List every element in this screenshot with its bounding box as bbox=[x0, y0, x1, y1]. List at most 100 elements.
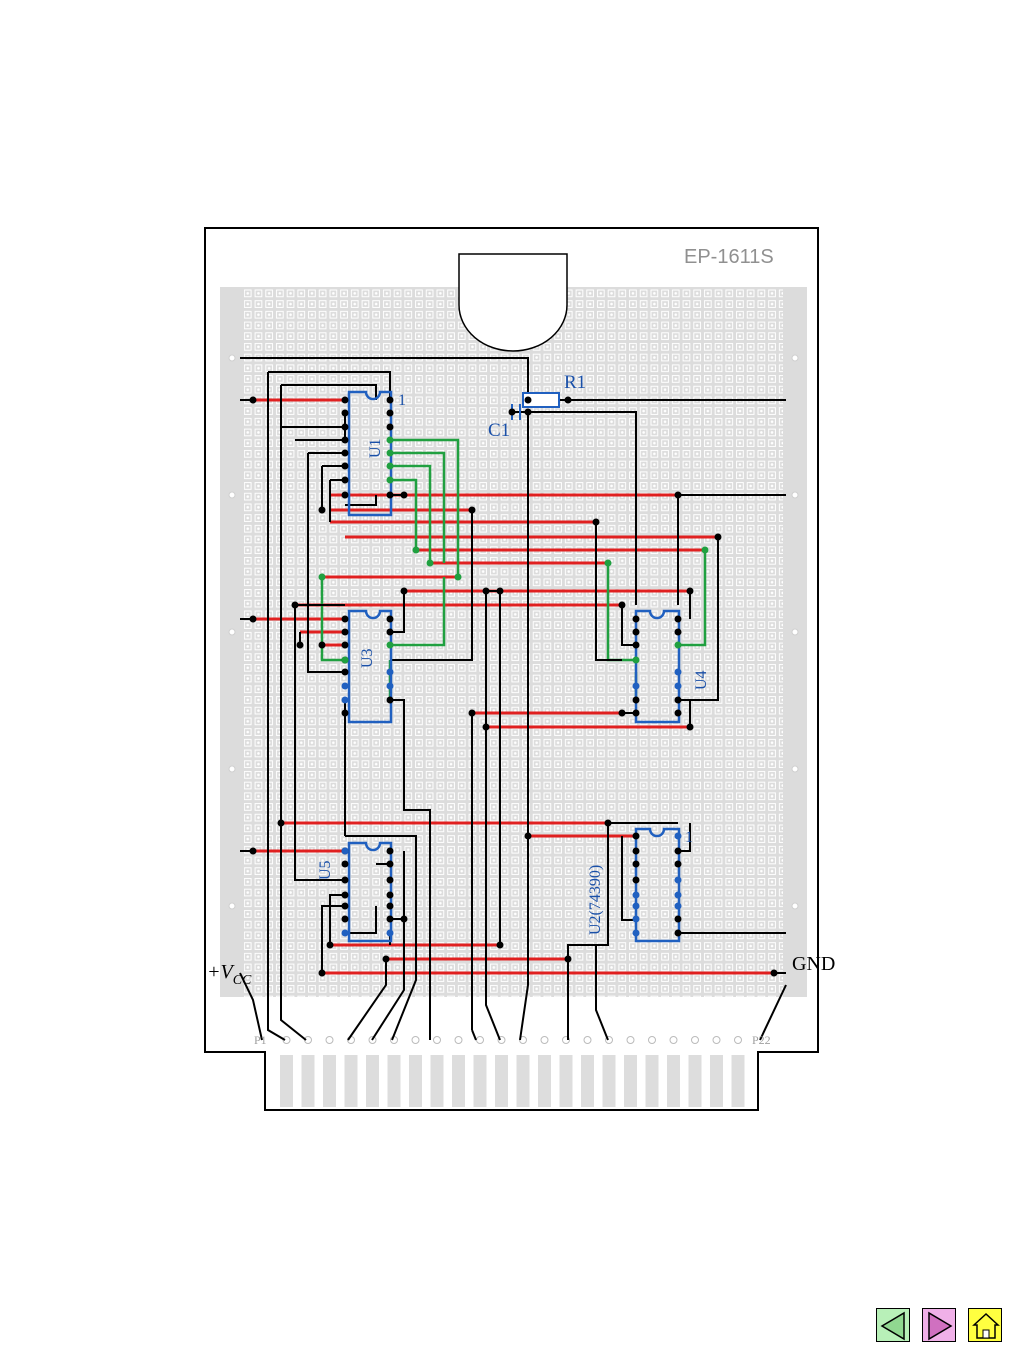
connector-finger bbox=[323, 1055, 336, 1107]
junction-dot bbox=[318, 969, 326, 977]
label-pin1-u1: 1 bbox=[398, 392, 406, 409]
connector-finger bbox=[409, 1055, 422, 1107]
label-u2: U2(74390) bbox=[587, 865, 604, 935]
connector-finger bbox=[731, 1055, 745, 1107]
connector-pad bbox=[626, 1036, 635, 1044]
junction-dot bbox=[249, 847, 257, 855]
junction-dot bbox=[341, 696, 349, 704]
junction-dot bbox=[386, 409, 394, 417]
connector-finger bbox=[624, 1055, 637, 1107]
gnd-label: GND bbox=[792, 953, 835, 975]
edge-connector-fingers bbox=[280, 1036, 745, 1107]
junction-dot bbox=[674, 668, 682, 676]
junction-dot bbox=[249, 396, 257, 404]
connector-finger bbox=[667, 1055, 680, 1107]
connector-finger bbox=[559, 1055, 573, 1107]
next-slide-button[interactable] bbox=[922, 1308, 956, 1342]
junction-dot bbox=[386, 915, 394, 923]
junction-dot bbox=[592, 518, 600, 526]
junction-dot bbox=[386, 491, 394, 499]
junction-dot bbox=[386, 696, 394, 704]
connector-pad bbox=[583, 1036, 592, 1044]
junction-dot bbox=[701, 546, 709, 554]
connector-pad bbox=[691, 1036, 699, 1044]
junction-dot bbox=[341, 409, 349, 417]
junction-dot bbox=[714, 533, 722, 541]
junction-dot bbox=[632, 902, 640, 910]
junction-dot bbox=[674, 615, 682, 623]
connector-pad bbox=[669, 1036, 678, 1044]
junction-dot bbox=[674, 709, 682, 717]
blue-pin-dots bbox=[341, 668, 682, 937]
junction-dot bbox=[341, 860, 349, 868]
junction-dot bbox=[291, 601, 299, 609]
pin-label-first: P1 bbox=[254, 1033, 267, 1047]
junction-dot bbox=[674, 860, 682, 868]
junction-dot bbox=[632, 615, 640, 623]
junction-dot bbox=[341, 709, 349, 717]
junction-dot bbox=[632, 709, 640, 717]
connector-pad bbox=[282, 1036, 291, 1044]
junction-dots bbox=[249, 396, 778, 977]
junction-dot bbox=[632, 696, 640, 704]
junction-dot bbox=[386, 396, 394, 404]
junction-dot bbox=[674, 915, 682, 923]
junction-dot bbox=[400, 587, 408, 595]
junction-dot bbox=[632, 876, 640, 884]
junction-dot bbox=[382, 955, 390, 963]
board-cutout bbox=[458, 253, 568, 352]
junction-dot bbox=[468, 709, 476, 717]
junction-dot bbox=[674, 832, 682, 840]
junction-dot bbox=[341, 462, 349, 470]
junction-dot bbox=[632, 929, 640, 937]
junction-dot bbox=[386, 847, 394, 855]
junction-dot bbox=[341, 641, 349, 649]
label-u3: U3 bbox=[359, 648, 376, 668]
junction-dot bbox=[674, 682, 682, 690]
junction-dot bbox=[618, 709, 626, 717]
board-model-label: EP-1611S bbox=[684, 246, 774, 268]
junction-dot bbox=[632, 847, 640, 855]
junction-dot bbox=[386, 476, 394, 484]
junction-dot bbox=[341, 668, 349, 676]
junction-dot bbox=[386, 902, 394, 910]
connector-pad bbox=[476, 1036, 484, 1044]
previous-slide-button[interactable] bbox=[876, 1308, 910, 1342]
junction-dot bbox=[496, 587, 504, 595]
junction-dot bbox=[386, 628, 394, 636]
junction-dot bbox=[341, 628, 349, 636]
green-junction-dots bbox=[318, 436, 709, 664]
connector-finger bbox=[430, 1055, 444, 1107]
junction-dot bbox=[341, 876, 349, 884]
signal-wires bbox=[239, 357, 787, 1041]
connector-pad bbox=[411, 1036, 420, 1044]
junction-dot bbox=[386, 615, 394, 623]
connector-pad bbox=[648, 1036, 656, 1044]
junction-dot bbox=[341, 891, 349, 899]
connector-finger bbox=[280, 1055, 293, 1107]
home-icon bbox=[972, 1312, 1000, 1339]
junction-dot bbox=[400, 491, 408, 499]
connector-finger bbox=[452, 1055, 465, 1107]
junction-dot bbox=[632, 656, 640, 664]
junction-dot bbox=[604, 559, 612, 567]
junction-dot bbox=[674, 876, 682, 884]
junction-dot bbox=[674, 929, 682, 937]
junction-dot bbox=[386, 423, 394, 431]
junction-dot bbox=[386, 876, 394, 884]
junction-dot bbox=[468, 506, 476, 514]
junction-dot bbox=[341, 449, 349, 457]
junction-dot bbox=[426, 559, 434, 567]
connector-pad bbox=[325, 1036, 334, 1044]
junction-dot bbox=[386, 462, 394, 470]
junction-dot bbox=[618, 601, 626, 609]
home-button[interactable] bbox=[968, 1308, 1002, 1342]
connector-finger bbox=[710, 1055, 723, 1107]
connector-pad bbox=[454, 1036, 463, 1044]
junction-dot bbox=[386, 682, 394, 690]
connector-pad bbox=[712, 1036, 721, 1044]
junction-dot bbox=[341, 915, 349, 923]
junction-dot bbox=[524, 832, 532, 840]
junction-dot bbox=[674, 696, 682, 704]
label-u1: U1 bbox=[367, 438, 384, 458]
